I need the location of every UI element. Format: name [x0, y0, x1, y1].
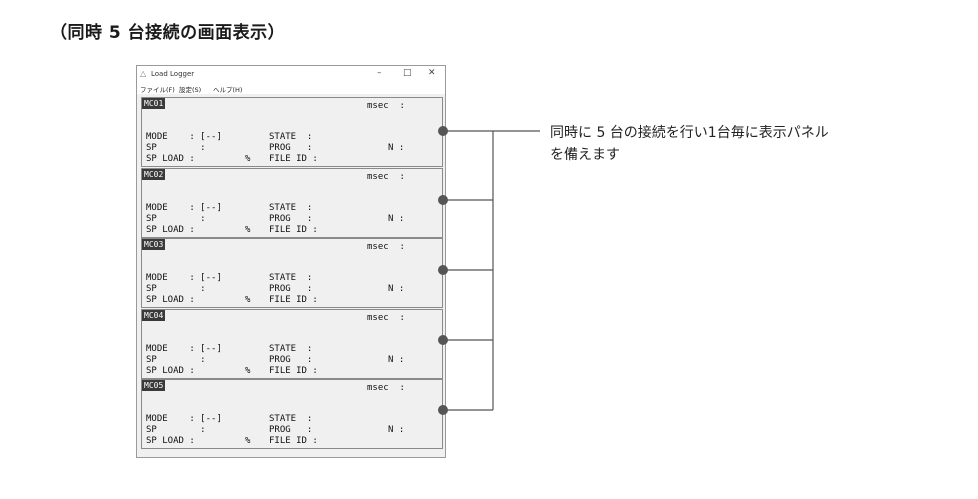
sp-label: SP :	[146, 214, 206, 224]
callout-text: 同時に 5 台の接続を行い1台毎に表示パネル を備えます	[550, 122, 910, 166]
n-label: N :	[388, 425, 405, 435]
percent-unit: %	[245, 225, 251, 235]
mode-label: MODE : [--]	[146, 414, 222, 424]
prog-label: PROG :	[269, 284, 313, 294]
file-id-label: FILE ID :	[269, 436, 318, 446]
sp-load-label: SP LOAD :	[146, 366, 195, 376]
sp-load-label: SP LOAD :	[146, 154, 195, 164]
panel-id-label: MC05	[142, 380, 166, 391]
connector-dot	[438, 195, 448, 205]
prog-label: PROG :	[269, 143, 313, 153]
file-id-label: FILE ID :	[269, 295, 318, 305]
panel-id-label: MC01	[142, 98, 166, 109]
window-title: Load Logger	[151, 70, 195, 78]
callout-line-2: を備えます	[550, 147, 620, 163]
page-heading: （同時 5 台接続の画面表示）	[50, 23, 286, 43]
title-bar: △ Load Logger – □ ✕	[137, 66, 445, 82]
mc-panel: MC01 msec : MODE : [--] SP : SP LOAD : %…	[141, 97, 443, 167]
menu-bar: ファイル(F) 設定(S) ヘルプ(H)	[137, 82, 445, 94]
file-id-label: FILE ID :	[269, 225, 318, 235]
mode-label: MODE : [--]	[146, 132, 222, 142]
state-label: STATE :	[269, 414, 313, 424]
n-label: N :	[388, 214, 405, 224]
callout-line-1: 同時に 5 台の接続を行い1台毎に表示パネル	[550, 125, 829, 141]
percent-unit: %	[245, 295, 251, 305]
msec-label: msec :	[367, 242, 405, 252]
prog-label: PROG :	[269, 355, 313, 365]
mc-panel: MC05 msec : MODE : [--] SP : SP LOAD : %…	[141, 379, 443, 449]
sp-label: SP :	[146, 355, 206, 365]
panel-id-label: MC03	[142, 239, 166, 250]
percent-unit: %	[245, 436, 251, 446]
state-label: STATE :	[269, 132, 313, 142]
load-logger-window: △ Load Logger – □ ✕ ファイル(F) 設定(S) ヘルプ(H)…	[136, 65, 446, 458]
app-icon: △	[140, 69, 147, 78]
panel-id-label: MC04	[142, 310, 166, 321]
menu-help[interactable]: ヘルプ(H)	[213, 86, 243, 94]
minimize-button[interactable]: –	[377, 68, 382, 78]
state-label: STATE :	[269, 203, 313, 213]
sp-load-label: SP LOAD :	[146, 295, 195, 305]
prog-label: PROG :	[269, 425, 313, 435]
n-label: N :	[388, 284, 405, 294]
msec-label: msec :	[367, 383, 405, 393]
msec-label: msec :	[367, 313, 405, 323]
mc-panel: MC02 msec : MODE : [--] SP : SP LOAD : %…	[141, 168, 443, 238]
sp-label: SP :	[146, 425, 206, 435]
mode-label: MODE : [--]	[146, 344, 222, 354]
prog-label: PROG :	[269, 214, 313, 224]
maximize-button[interactable]: □	[403, 68, 412, 78]
close-button[interactable]: ✕	[428, 68, 436, 78]
file-id-label: FILE ID :	[269, 366, 318, 376]
percent-unit: %	[245, 366, 251, 376]
menu-file[interactable]: ファイル(F)	[140, 86, 175, 94]
sp-load-label: SP LOAD :	[146, 225, 195, 235]
sp-label: SP :	[146, 284, 206, 294]
n-label: N :	[388, 355, 405, 365]
percent-unit: %	[245, 154, 251, 164]
file-id-label: FILE ID :	[269, 154, 318, 164]
mode-label: MODE : [--]	[146, 273, 222, 283]
sp-load-label: SP LOAD :	[146, 436, 195, 446]
state-label: STATE :	[269, 344, 313, 354]
connector-dot	[438, 405, 448, 415]
msec-label: msec :	[367, 172, 405, 182]
panel-id-label: MC02	[142, 169, 166, 180]
menu-settings[interactable]: 設定(S)	[179, 86, 202, 94]
connector-dot	[438, 265, 448, 275]
connector-dot	[438, 335, 448, 345]
sp-label: SP :	[146, 143, 206, 153]
state-label: STATE :	[269, 273, 313, 283]
msec-label: msec :	[367, 101, 405, 111]
connector-dot	[438, 126, 448, 136]
mode-label: MODE : [--]	[146, 203, 222, 213]
n-label: N :	[388, 143, 405, 153]
